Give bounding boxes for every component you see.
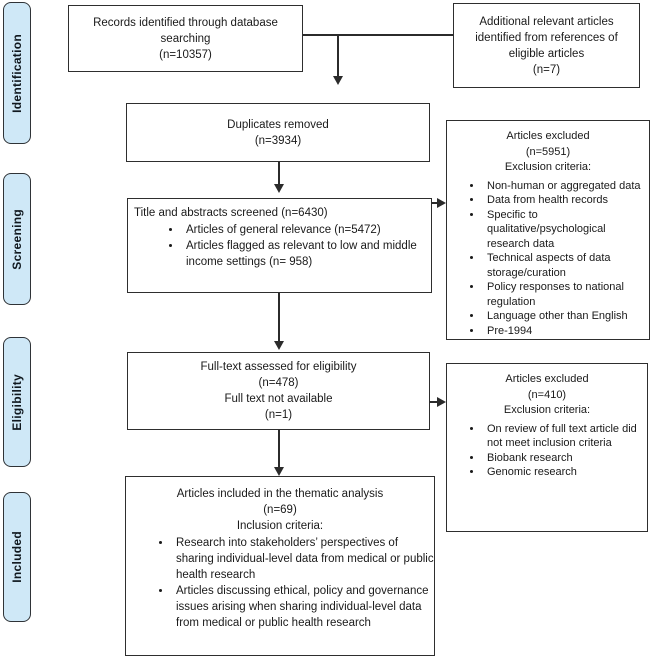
stage-included-label: Included xyxy=(10,531,24,583)
arrow-down-icon xyxy=(274,467,284,476)
box-additional-articles: Additional relevant articles identified … xyxy=(453,3,640,88)
list-item: Genomic research xyxy=(483,465,647,480)
list-item: Research into stakeholders’ perspectives… xyxy=(172,535,434,583)
list-item: Biobank research xyxy=(483,451,647,466)
connector-screened-to-fulltext xyxy=(278,293,280,341)
box-title-abstracts-screened: Title and abstracts screened (n=6430) Ar… xyxy=(127,198,432,293)
connector-screened-to-excluded xyxy=(431,202,438,204)
connector-top-horizontal xyxy=(303,34,453,36)
connector-fulltext-to-included xyxy=(278,430,280,467)
box-records-identified: Records identified through database sear… xyxy=(68,5,303,72)
stage-screening-label: Screening xyxy=(10,208,24,270)
box-articles-included: Articles included in the thematic analys… xyxy=(125,476,435,656)
connector-fulltext-to-excluded xyxy=(429,401,438,403)
arrow-down-icon xyxy=(274,184,284,193)
box-articles-excluded-screening-heading: Articles excluded (n=5951) Exclusion cri… xyxy=(504,130,592,173)
list-item: Policy responses to national regulation xyxy=(483,280,649,309)
list-item: Non-human or aggregated data xyxy=(483,179,649,194)
list-item: Articles flagged as relevant to low and … xyxy=(182,238,423,270)
stage-screening: Screening xyxy=(3,173,31,305)
arrow-down-icon xyxy=(274,341,284,350)
connector-duplicates-to-screened xyxy=(278,162,280,184)
box-duplicates-removed-text: Duplicates removed (n=3934) xyxy=(227,118,329,147)
connector-to-duplicates xyxy=(337,35,339,76)
list-item: Data from health records xyxy=(483,193,649,208)
box-additional-articles-text: Additional relevant articles identified … xyxy=(475,15,618,76)
box-articles-included-heading: Articles included in the thematic analys… xyxy=(176,488,384,532)
list-item: Articles discussing ethical, policy and … xyxy=(172,583,434,631)
stage-eligibility: Eligibility xyxy=(3,337,31,467)
box-articles-excluded-eligibility: Articles excluded (n=410) Exclusion crit… xyxy=(446,363,648,532)
list-item: On review of full text article did not m… xyxy=(483,422,647,451)
list-item: Technical aspects of data storage/curati… xyxy=(483,251,649,280)
list-item: Specific to qualitative/psychological re… xyxy=(483,208,649,252)
box-title-abstracts-screened-title: Title and abstracts screened (n=6430) xyxy=(134,207,328,219)
excluded-screening-bullet-list: Non-human or aggregated data Data from h… xyxy=(447,179,649,339)
list-item: Pre-1994 xyxy=(483,324,649,339)
stage-included: Included xyxy=(3,492,31,622)
box-articles-excluded-screening: Articles excluded (n=5951) Exclusion cri… xyxy=(446,120,650,340)
list-item: Language other than English xyxy=(483,309,649,324)
box-fulltext-assessed-text: Full-text assessed for eligibility (n=47… xyxy=(200,361,357,421)
excluded-eligibility-bullet-list: On review of full text article did not m… xyxy=(447,422,647,480)
arrow-right-icon xyxy=(437,198,446,208)
box-articles-excluded-eligibility-heading: Articles excluded (n=410) Exclusion crit… xyxy=(503,373,591,416)
box-duplicates-removed: Duplicates removed (n=3934) xyxy=(126,103,430,162)
included-bullet-list: Research into stakeholders’ perspectives… xyxy=(126,535,434,631)
arrow-down-icon xyxy=(333,76,343,85)
stage-eligibility-label: Eligibility xyxy=(10,373,24,431)
stage-identification-label: Identification xyxy=(10,33,24,113)
arrow-right-icon xyxy=(437,397,446,407)
stage-identification: Identification xyxy=(3,2,31,144)
box-fulltext-assessed: Full-text assessed for eligibility (n=47… xyxy=(127,352,430,430)
screened-bullet-list: Articles of general relevance (n=5472) A… xyxy=(134,222,423,270)
box-records-identified-text: Records identified through database sear… xyxy=(93,16,278,61)
list-item: Articles of general relevance (n=5472) xyxy=(182,222,423,238)
